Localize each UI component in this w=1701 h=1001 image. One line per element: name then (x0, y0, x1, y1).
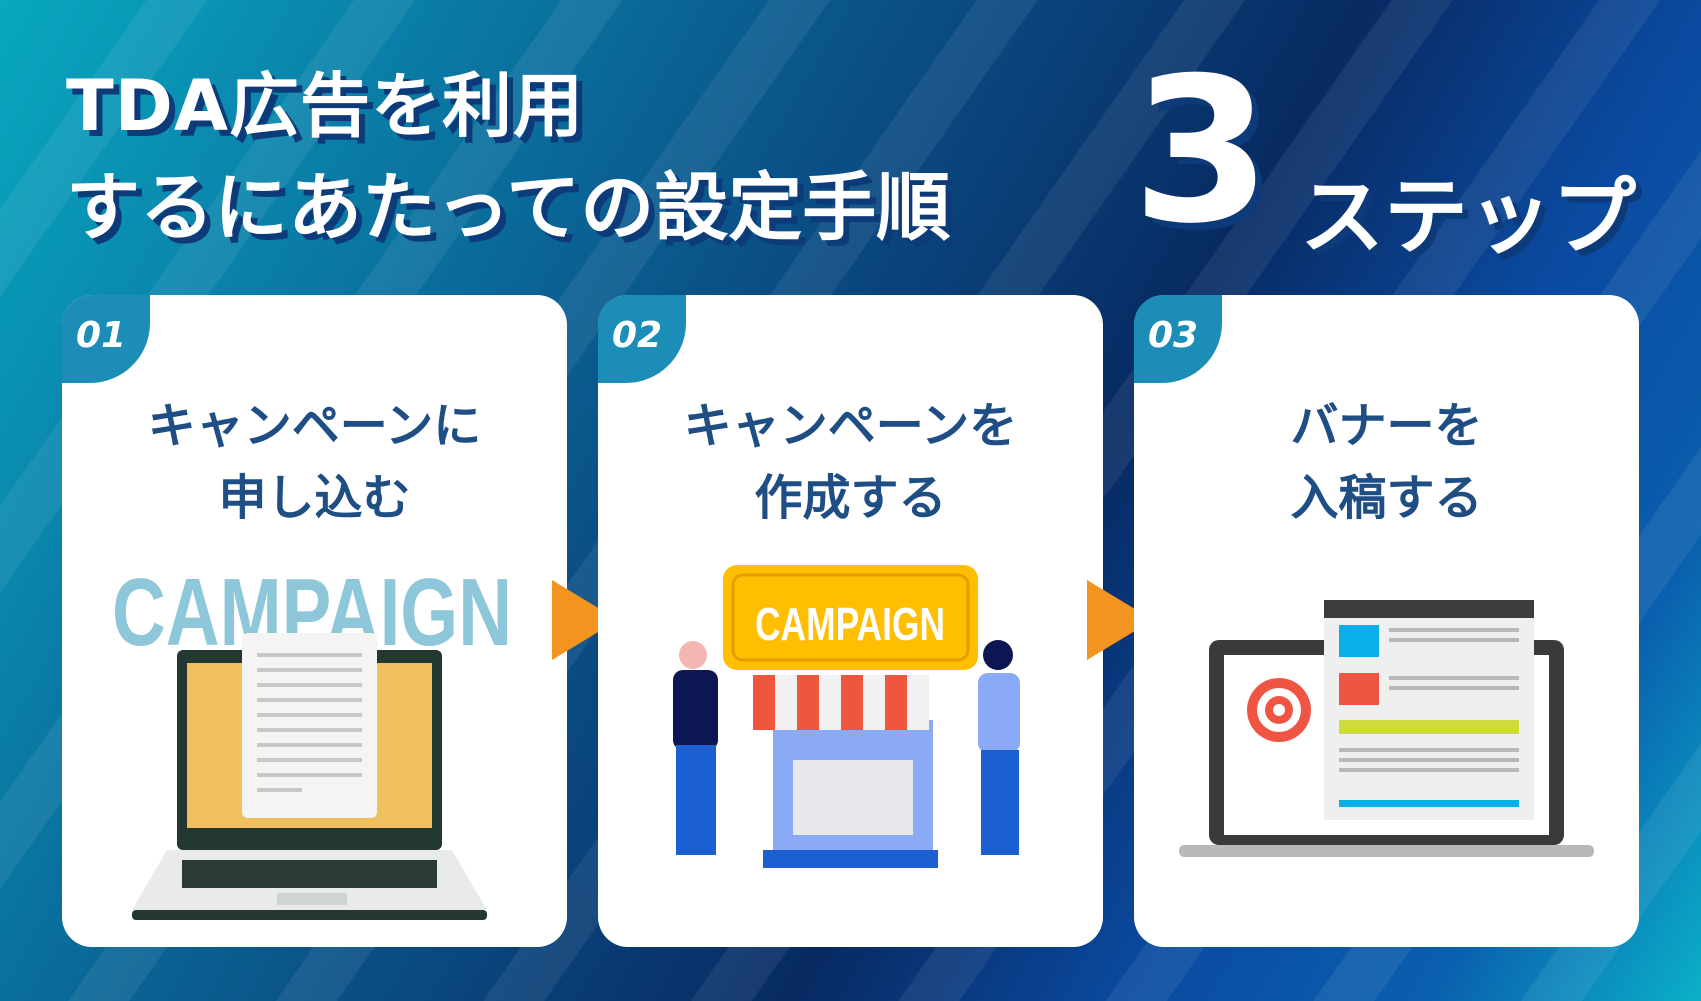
steps-label: ステップ (1300, 168, 1637, 266)
banner-upload-illustration (1134, 545, 1639, 945)
heading-line: キャンペーンに (147, 398, 482, 454)
step-badge: 01 (62, 295, 150, 383)
heading-line: 入稿する (1290, 470, 1483, 526)
step-heading: キャンペーンを 作成する (598, 390, 1103, 534)
campaign-sign-text: CAMPAIGN (755, 598, 945, 650)
step-card-2: 02 キャンペーンを 作成する CAMPAIGN (598, 295, 1103, 947)
heading-line: 作成する (754, 470, 947, 526)
shop-campaign-illustration: CAMPAIGN (598, 545, 1103, 945)
step-card-1: 01 キャンペーンに 申し込む CAMPAIGN (62, 295, 567, 947)
title-line1: TDA広告を利用 (66, 65, 585, 147)
step-count: 3 (1132, 35, 1272, 268)
step-badge: 03 (1134, 295, 1222, 383)
step-badge: 02 (598, 295, 686, 383)
title-line2: するにあたっての設定手順 (66, 165, 951, 251)
heading-line: バナーを (1290, 398, 1483, 454)
step-heading: キャンペーンに 申し込む (62, 390, 567, 534)
heading-line: キャンペーンを (683, 398, 1018, 454)
laptop-application-illustration: CAMPAIGN (62, 545, 567, 945)
heading-line: 申し込む (218, 470, 411, 526)
step-heading: バナーを 入稿する (1134, 390, 1639, 534)
step-card-3: 03 バナーを 入稿する (1134, 295, 1639, 947)
